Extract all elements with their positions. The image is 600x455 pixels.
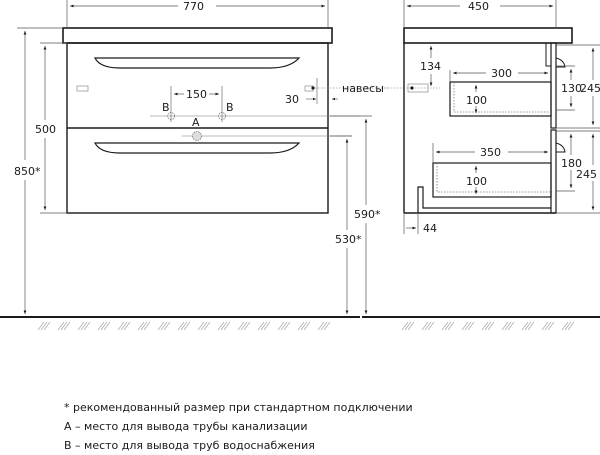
drain-outlet [192,131,202,141]
upper-drawer-box [449,81,552,117]
label-b-left: B [162,101,170,114]
side-countertop [403,27,573,44]
front-view [62,27,333,214]
dim-drain-height [330,115,372,314]
pipe-outlets [150,86,360,141]
dim-hanger-height-label: 134 [420,60,441,73]
hanger-label: навесы [342,82,384,95]
note-b: B – место для вывода труб водоснабжения [64,439,315,452]
dim-lower-drawer-depth-label: 350 [480,146,501,159]
side-view [403,27,573,214]
dim-total-height [17,27,63,314]
dim-upper-front-inner-label: 130 [561,82,582,95]
dim-plinth-offset-label: 44 [423,222,437,235]
upper-handle [94,57,301,69]
countertop [62,27,333,44]
label-b-right: B [226,101,234,114]
dim-drain-height-label: 590* [354,208,381,221]
note-a: A – место для вывода трубы канализации [64,420,308,433]
dim-total-height-label: 850* [14,165,41,178]
dim-pipe-spacing-label: 150 [186,88,207,101]
dim-body-height [40,42,67,214]
floor [0,316,600,331]
dim-upper-drawer-depth [449,70,548,82]
upper-handle-profile [555,57,566,68]
dim-water-height-label: 530* [335,233,362,246]
left-hanger-mark [76,85,89,92]
dim-front-width-label: 770 [183,0,204,13]
dim-upper-drawer-height-label: 100 [466,94,487,107]
dim-plinth-offset [403,213,419,234]
lower-handle [94,142,301,154]
dim-upper-drawer-depth-label: 300 [491,67,512,80]
dim-side-depth [403,0,557,28]
lower-drawer-box [432,162,552,198]
upper-front-panel [550,42,557,129]
label-a: A [192,116,200,129]
dim-upper-front-outer-label: 245 [580,82,600,95]
dim-side-depth-label: 450 [468,0,489,13]
dim-body-height-label: 500 [35,123,56,136]
notes: * рекомендованный размер при стандартном… [64,398,413,455]
dim-hanger-offset-label: 30 [285,93,299,106]
dim-lower-drawer-depth [432,143,548,163]
lower-front-panel [550,129,557,214]
dim-lower-front-inner-label: 180 [561,157,582,170]
dim-lower-front [556,130,600,214]
lower-handle-profile [555,142,566,153]
note-asterisk: * рекомендованный размер при стандартном… [64,401,413,414]
dim-upper-front [556,44,600,129]
dim-water-height [330,135,352,314]
plinth [417,186,551,213]
dim-front-width [66,0,329,28]
dim-lower-front-outer-label: 245 [576,168,597,181]
dim-lower-drawer-height-label: 100 [466,175,487,188]
